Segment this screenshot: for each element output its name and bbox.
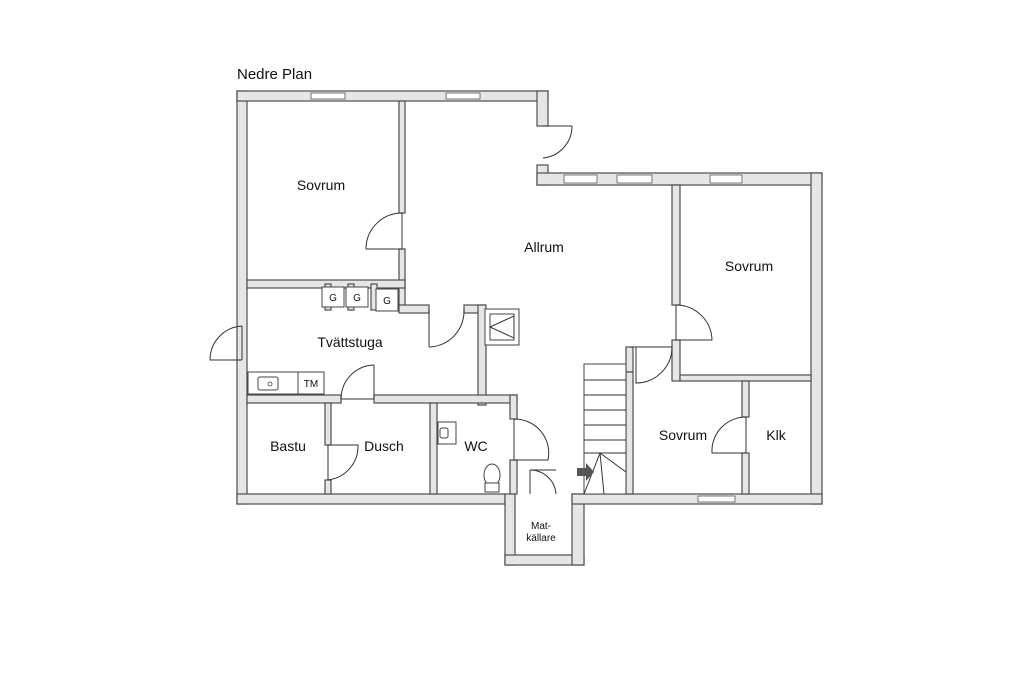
room-sovrum-right: Sovrum	[725, 258, 773, 274]
plan-title: Nedre Plan	[237, 66, 313, 83]
fixture-g3	[375, 288, 399, 312]
fixture-g1-label: G	[329, 293, 337, 304]
stair-arrow-icon	[577, 463, 594, 481]
room-klk: Klk	[766, 427, 786, 443]
fixture-tm-label: TM	[304, 379, 318, 390]
room-matkallare-line2: källare	[526, 533, 556, 544]
room-allrum: Allrum	[524, 239, 564, 255]
room-tvattstuga: Tvättstuga	[317, 334, 383, 350]
fixture-g3-label: G	[383, 296, 391, 307]
room-sovrum-bottom: Sovrum	[659, 427, 707, 443]
fixtures: G G G TM	[247, 286, 501, 493]
fixture-g1	[321, 286, 345, 308]
room-wc: WC	[464, 438, 487, 454]
fixture-tm	[297, 371, 325, 395]
drain-icon	[267, 381, 273, 387]
room-dusch: Dusch	[364, 438, 404, 454]
staircase	[577, 363, 627, 495]
interior-walls	[246, 100, 812, 495]
room-matkallare-line1: Mat-	[531, 521, 551, 532]
room-sovrum-top-left: Sovrum	[297, 177, 345, 193]
fixture-g2-label: G	[353, 293, 361, 304]
chimney	[484, 308, 520, 346]
room-bastu: Bastu	[270, 438, 306, 454]
room-labels: Sovrum Allrum Sovrum Tvättstuga Bastu Du…	[270, 177, 787, 544]
fixture-g2	[345, 286, 369, 308]
doors	[209, 125, 747, 495]
windows	[310, 92, 743, 503]
